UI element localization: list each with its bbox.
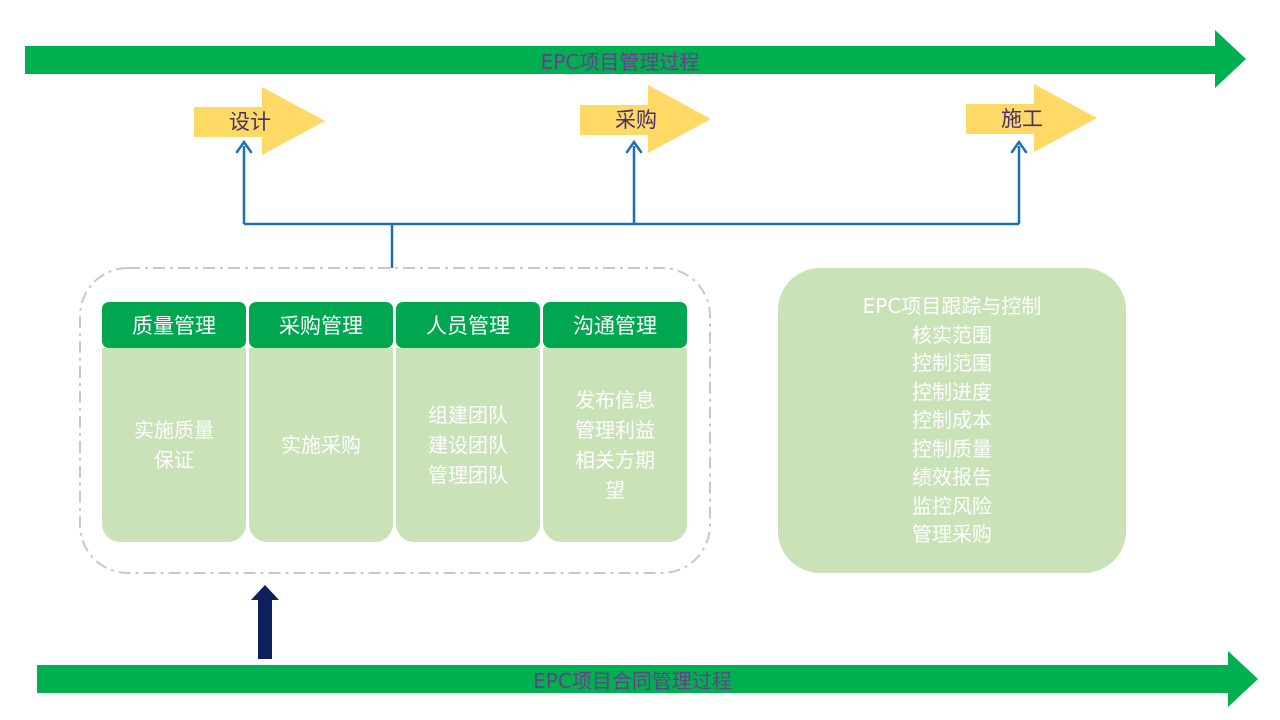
panel-item: 绩效报告 — [912, 465, 992, 490]
phase-label-construction: 施工 — [1001, 107, 1043, 131]
card-quality-title: 质量管理 — [102, 302, 246, 348]
card-procurement-line: 实施采购 — [281, 433, 361, 457]
card-people-title: 人员管理 — [396, 302, 540, 348]
bottom-process-label: EPC项目合同管理过程 — [533, 668, 732, 693]
card-people-body: 组建团队 建设团队 管理团队 — [396, 348, 540, 542]
card-procurement-title: 采购管理 — [249, 302, 393, 348]
panel-item: 控制范围 — [912, 351, 992, 376]
panel-item: 控制成本 — [912, 408, 992, 433]
card-procurement-body: 实施采购 — [249, 348, 393, 542]
card-quality-line: 实施质量 — [134, 418, 214, 442]
connector-lines — [242, 146, 1021, 268]
card-communication-body: 发布信息 管理利益 相关方期 望 — [543, 348, 687, 542]
panel-item: 控制质量 — [912, 436, 992, 461]
connector-arrowheads — [235, 139, 1028, 154]
phase-arrow-design — [194, 87, 325, 155]
card-people-line: 组建团队 — [428, 403, 508, 427]
card-communication-line: 管理利益 — [575, 418, 655, 442]
bottom-process-arrow — [37, 651, 1258, 707]
phase-label-procurement: 采购 — [615, 108, 657, 132]
top-process-label: EPC项目管理过程 — [540, 49, 700, 74]
panel-item: 控制进度 — [912, 379, 992, 404]
up-arrow — [251, 585, 279, 659]
card-people-line: 管理团队 — [428, 463, 508, 487]
panel-item: 核实范围 — [912, 322, 992, 347]
panel-item: 监控风险 — [912, 493, 992, 518]
phase-arrow-procurement — [580, 85, 711, 153]
card-communication-title: 沟通管理 — [543, 302, 687, 348]
card-people-line: 建设团队 — [428, 433, 508, 457]
phase-arrow-construction — [966, 84, 1097, 152]
management-group-border — [79, 267, 711, 574]
tracking-control-panel: EPC项目跟踪与控制 核实范围 控制范围 控制进度 控制成本 控制质量 绩效报告… — [778, 268, 1126, 573]
card-communication-line: 望 — [605, 478, 625, 502]
phase-label-design: 设计 — [229, 110, 271, 134]
card-communication-line: 发布信息 — [575, 388, 655, 412]
panel-item: 管理采购 — [912, 522, 992, 547]
card-quality-line: 保证 — [154, 448, 194, 472]
card-communication-line: 相关方期 — [575, 448, 655, 472]
card-quality-body: 实施质量 保证 — [102, 348, 246, 542]
panel-title: EPC项目跟踪与控制 — [862, 294, 1042, 319]
top-process-arrow — [25, 30, 1246, 88]
